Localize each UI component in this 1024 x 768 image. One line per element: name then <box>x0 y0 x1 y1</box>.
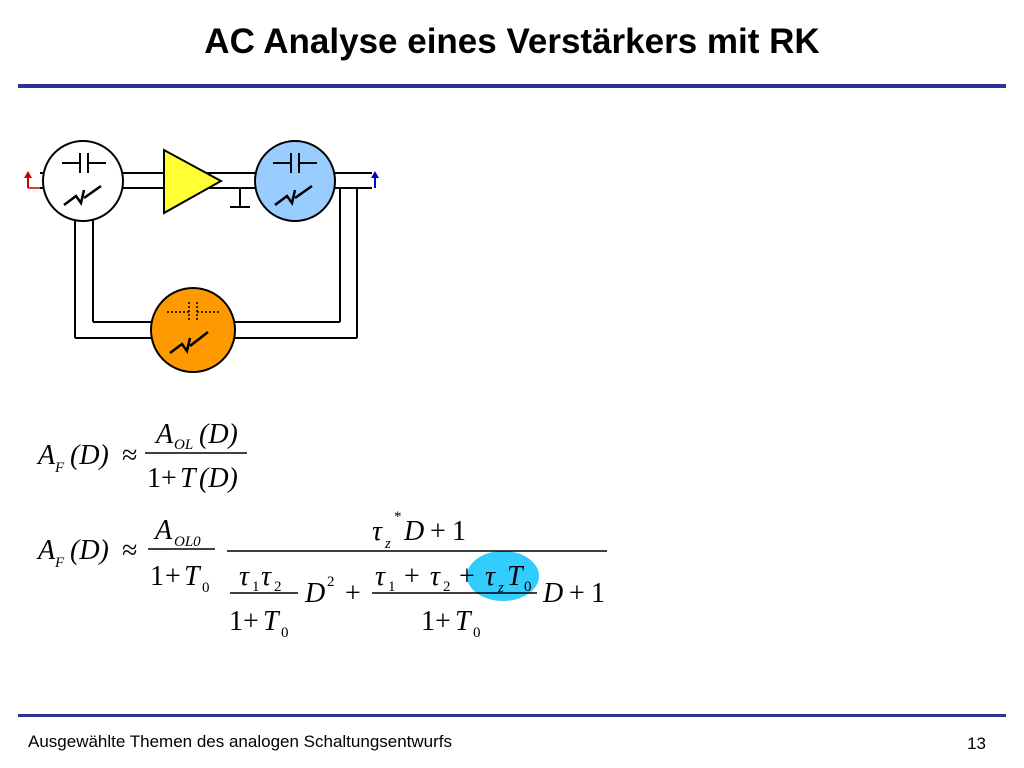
resistor-icon <box>274 184 313 206</box>
eq2-a-den-one: 1 <box>150 561 164 592</box>
eq2-t2-subz: z <box>497 580 504 596</box>
eq2-t1-den-sub: 0 <box>281 625 289 641</box>
eq2-t2-t: T <box>507 561 525 592</box>
eq2-t1-den-one: 1 <box>229 606 243 637</box>
input-network-block <box>42 140 124 222</box>
eq2-t2-plus2: + <box>459 561 475 592</box>
resistor-icon <box>63 184 102 206</box>
eq2-t1-tau2: τ <box>261 561 272 592</box>
eq1-den-plus: + <box>161 463 177 494</box>
footer-divider <box>18 714 1006 717</box>
input-port-arrow-icon <box>24 171 40 189</box>
output-network-block <box>254 140 336 222</box>
eq2-approx: ≈ <box>122 535 137 566</box>
eq2-t1-den-t: T <box>263 606 281 637</box>
resistor-icon <box>169 331 209 354</box>
eq2-d2: D <box>304 578 325 609</box>
eq2-t2-tau1: τ <box>375 561 386 592</box>
eq2-num-tau: τ <box>372 516 383 547</box>
eq2-tail-plus: + <box>569 578 585 609</box>
eq2-t2-tau2: τ <box>430 561 441 592</box>
capacitor-icon <box>62 153 106 173</box>
eq2-a-a: A <box>153 515 173 546</box>
eq2-plus1: + <box>345 578 361 609</box>
eq2-lhs-a: A <box>36 535 56 566</box>
eq2-num-plus: + <box>430 516 446 547</box>
footer-text: Ausgewählte Themen des analogen Schaltun… <box>28 732 453 751</box>
eq1-num-sub: OL <box>174 437 193 453</box>
eq2-t2-den-t: T <box>455 606 473 637</box>
eq1-den-one: 1 <box>147 463 161 494</box>
eq1-lhs-a: A <box>36 440 56 471</box>
eq2-t2-plus1: + <box>404 561 420 592</box>
title-divider <box>18 84 1006 88</box>
eq1-den-arg: (D) <box>199 463 238 494</box>
eq2-t2-den-plus: + <box>435 606 451 637</box>
capacitor-icon <box>273 153 317 173</box>
eq2-tail-one: 1 <box>591 578 605 609</box>
eq2-t2-tsub: 0 <box>524 579 532 595</box>
eq2-lhs-sub: F <box>54 555 65 571</box>
eq2-num-d: D <box>403 516 424 547</box>
eq2-a-den-sub: 0 <box>202 580 210 596</box>
eq1-lhs-sub: F <box>54 460 65 476</box>
eq2-num-tau-sub: z <box>384 536 391 552</box>
output-port-arrow-icon <box>371 171 379 188</box>
eq2-lhs-arg: (D) <box>70 535 109 566</box>
page-number: 13 <box>967 734 986 753</box>
eq1-lhs-arg: (D) <box>70 440 109 471</box>
eq2-t1-sub1: 1 <box>252 579 260 595</box>
eq1-approx: ≈ <box>122 440 137 471</box>
eq2-t1-tau1: τ <box>239 561 250 592</box>
eq2-num-one: 1 <box>452 516 466 547</box>
eq1-num-arg: (D) <box>199 419 238 450</box>
eq2-t1-den-plus: + <box>243 606 259 637</box>
capacitor-icon <box>167 302 219 322</box>
eq2-a-den-t: T <box>184 561 202 592</box>
feedback-network-block <box>150 287 236 373</box>
eq2-t2-sub1: 1 <box>388 579 396 595</box>
eq2-t2-den-sub: 0 <box>473 625 481 641</box>
eq1-den-t: T <box>180 463 198 494</box>
eq2-num-star: * <box>394 509 402 525</box>
eq2-a-sub: OL0 <box>174 534 201 550</box>
eq2-a-den-plus: + <box>165 561 181 592</box>
page-title: AC Analyse eines Verstärkers mit RK <box>204 22 820 61</box>
eq2-tail-d: D <box>542 578 563 609</box>
ground-icon <box>230 188 250 208</box>
eq2-t1-sub2: 2 <box>274 579 282 595</box>
eq2-t2-sub2: 2 <box>443 579 451 595</box>
eq2-t2-den-one: 1 <box>421 606 435 637</box>
amplifier-block <box>163 148 250 215</box>
eq2-t2-tauz: τ <box>485 561 496 592</box>
highlight-marker <box>467 551 539 601</box>
eq2-d2-exp: 2 <box>327 574 335 590</box>
eq1-num-a: A <box>154 419 174 450</box>
